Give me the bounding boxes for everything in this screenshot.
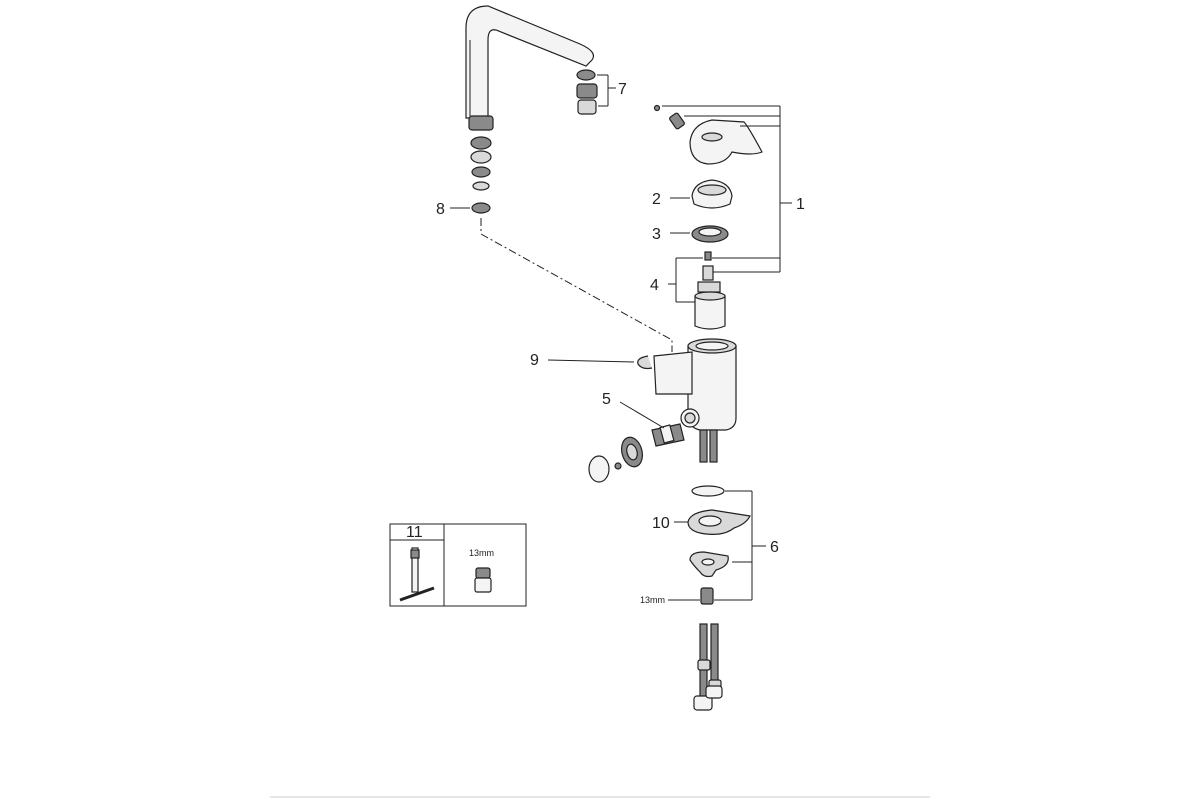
nut-size-label: 13mm [640, 595, 665, 605]
callout-1-label: 1 [796, 196, 805, 213]
callout-10-label: 10 [652, 515, 670, 532]
callout-6-label: 6 [770, 539, 779, 556]
callout-11-label: 11 [406, 524, 423, 541]
callout-9-label: 9 [530, 352, 539, 369]
alignment-line [480, 218, 673, 352]
mounting-set: 10 13mm 6 [640, 485, 779, 605]
callout-5-label: 5 [602, 391, 611, 408]
callout-8: 8 [436, 201, 470, 218]
callout-7-label: 7 [618, 81, 627, 98]
ring-nut-part-3: 3 [652, 225, 729, 243]
clip-part-9: 9 [530, 352, 653, 370]
cartridge-part-4: 4 [650, 251, 726, 330]
mixer-body [653, 338, 737, 463]
callout-8-label: 8 [436, 201, 445, 218]
spout-seal-stack [468, 115, 494, 214]
callout-3-label: 3 [652, 226, 661, 243]
callout-2-label: 2 [652, 191, 661, 208]
diverter-part-5: 5 [588, 391, 685, 483]
spout [465, 5, 595, 119]
callout-4-label: 4 [650, 277, 659, 294]
supply-hoses [693, 623, 723, 711]
cap-part-2: 2 [652, 179, 733, 209]
handle-assembly: 1 [653, 104, 805, 273]
aerator-parts: 7 [576, 69, 627, 115]
tool-box-11: 11 13mm [389, 523, 527, 607]
wrench-size-label: 13mm [469, 548, 494, 558]
